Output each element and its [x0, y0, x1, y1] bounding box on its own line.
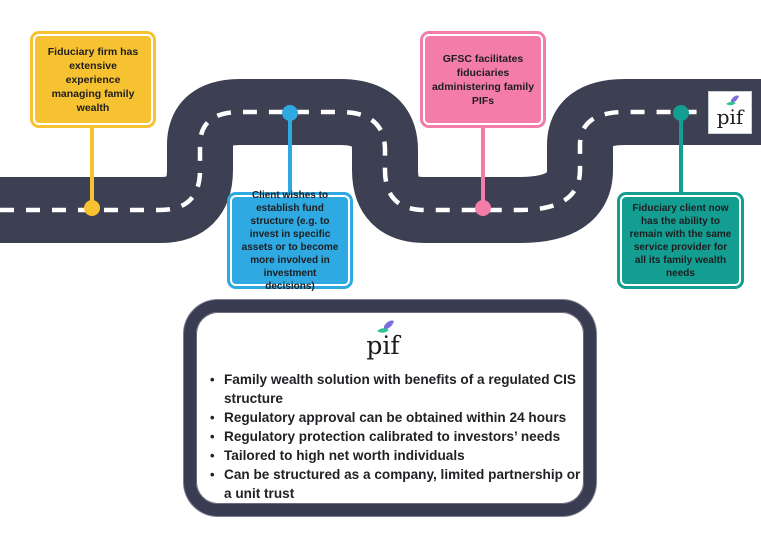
pif-logo-summary: pif	[366, 320, 401, 360]
milestone-step-4-text: Fiduciary client now has the ability to …	[620, 195, 741, 286]
list-item: • Family wealth solution with benefits of…	[206, 370, 586, 408]
pif-logo-icon: pif	[717, 95, 745, 129]
bullet-icon: •	[210, 429, 215, 444]
road-center-dashes	[0, 109, 700, 213]
marker-step-3	[475, 200, 491, 216]
bullet-icon: •	[210, 410, 215, 425]
summary-frame	[184, 300, 596, 516]
list-item: • Can be structured as a company, limited…	[206, 465, 586, 503]
milestone-step-1: Fiduciary firm has extensive experience …	[30, 31, 156, 128]
summary-logo-text: pif	[366, 331, 401, 360]
list-item-text: Can be structured as a company, limited …	[224, 467, 581, 501]
milestone-step-1-text: Fiduciary firm has extensive experience …	[33, 34, 153, 125]
list-item-text: Tailored to high net worth individuals	[224, 448, 465, 463]
milestone-step-2-text: Client wishes to establish fund structur…	[230, 190, 350, 292]
milestone-step-2: Client wishes to establish fund structur…	[227, 190, 353, 292]
milestone-step-3: GFSC facilitates fiduciaries administeri…	[420, 31, 546, 128]
list-item: • Regulatory approval can be obtained wit…	[206, 408, 586, 427]
bullet-icon: •	[210, 448, 215, 463]
milestone-step-3-text: GFSC facilitates fiduciaries administeri…	[423, 34, 543, 125]
milestone-step-4: Fiduciary client now has the ability to …	[617, 192, 744, 289]
pif-logo-text: pif	[717, 105, 745, 129]
marker-step-2	[282, 105, 298, 121]
marker-step-1	[84, 200, 100, 216]
marker-step-4	[673, 105, 689, 121]
list-item-text: Family wealth solution with benefits of …	[224, 372, 576, 406]
summary-benefits-list: • Family wealth solution with benefits of…	[206, 370, 586, 503]
bullet-icon: •	[210, 467, 215, 482]
pif-logo-road-end: pif	[708, 91, 752, 134]
bullet-icon: •	[210, 372, 215, 387]
list-item-text: Regulatory protection calibrated to inve…	[224, 429, 561, 444]
list-item-text: Regulatory approval can be obtained with…	[224, 410, 567, 425]
list-item: • Regulatory protection calibrated to inv…	[206, 427, 586, 446]
list-item: • Tailored to high net worth individuals	[206, 446, 586, 465]
